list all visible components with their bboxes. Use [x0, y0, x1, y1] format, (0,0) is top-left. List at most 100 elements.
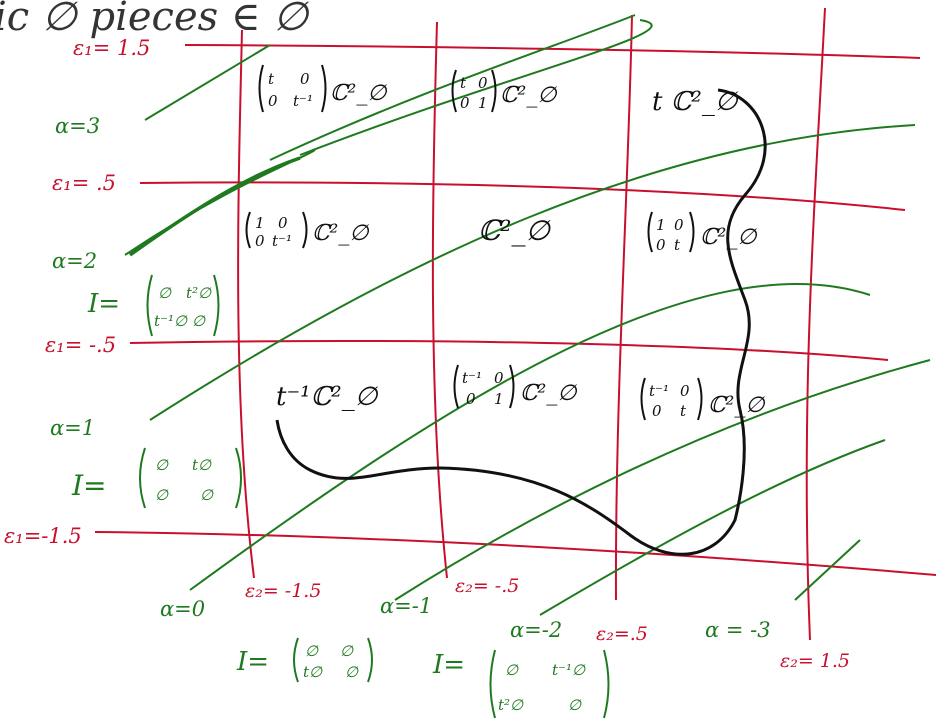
alpha-wall-neg2 — [539, 439, 886, 616]
form0-prefix: I= — [87, 289, 120, 319]
intersection-form-2: I= ∅ ∅ t∅ ∅ — [236, 637, 373, 683]
alpha-label-neg2: α=-2 — [510, 618, 562, 642]
cell-r2c2: t⁻¹ 0 0 t ℂ²_∅ — [640, 377, 765, 421]
form0-m12: t²∅ — [186, 284, 212, 302]
alpha-label-3: α=3 — [55, 114, 100, 138]
form1-m22: ∅ — [200, 486, 214, 504]
r2c1-m11: t⁻¹ — [462, 369, 482, 387]
form2-m12: ∅ — [340, 642, 354, 660]
r2c2-m22: t — [680, 402, 687, 420]
epsilon2-label-neg0.5: ε₂= -.5 — [455, 575, 519, 597]
r2c1-tail: ℂ²_∅ — [520, 381, 577, 406]
alpha-label-0: α=0 — [160, 597, 205, 621]
cell-r1c2: 1 0 0 t ℂ²_∅ — [647, 211, 757, 254]
form3-m11: ∅ — [505, 661, 519, 679]
epsilon1-label-neg1.5: ε₁=-1.5 — [4, 524, 82, 548]
epsilon1-wall-neg0.5 — [129, 340, 889, 361]
header-fragment: ic ∅ pieces ∈ ∅ — [0, 0, 310, 40]
form3-prefix: I= — [432, 650, 465, 680]
r0c1-m11: t — [460, 74, 467, 92]
cell-r0c1: t 0 0 1 ℂ²_∅ — [451, 69, 557, 113]
cell-r1c0: 1 0 0 t⁻¹ ℂ²_∅ — [245, 211, 369, 250]
epsilon2-wall-neg0.5 — [431, 21, 448, 579]
form2-m22: ∅ — [345, 663, 359, 681]
cell-r1c1: ℂ²_∅ — [478, 214, 552, 247]
r2c1-m12: 0 — [494, 369, 504, 387]
cell-r2c1: t⁻¹ 0 0 1 ℂ²_∅ — [453, 364, 577, 409]
form3-m22: ∅ — [568, 696, 582, 714]
r0c1-tail: ℂ²_∅ — [500, 83, 557, 108]
epsilon2-labels: ε₂= -1.5 ε₂= -.5 ε₂=.5 ε₂= 1.5 — [245, 575, 850, 672]
alpha-label-2: α=2 — [52, 249, 97, 273]
r1c2-m12: 0 — [674, 216, 684, 234]
epsilon1-wall-neg1.5 — [94, 531, 936, 576]
form3-m21: t²∅ — [498, 696, 524, 714]
epsilon1-wall-0.5 — [139, 181, 906, 211]
black-path — [275, 88, 767, 556]
r2c1-m22: 1 — [494, 390, 504, 408]
form2-prefix: I= — [236, 647, 269, 677]
form1-m21: ∅ — [155, 486, 169, 504]
r0c0-m11: t — [268, 70, 275, 88]
r2c2-tail: ℂ²_∅ — [708, 393, 765, 418]
alpha-wall-2-upper — [299, 19, 653, 156]
r1c2-tail: ℂ²_∅ — [700, 225, 757, 250]
alpha-labels: α=3 α=2 α=1 α=0 α=-1 α=-2 α = -3 — [50, 114, 771, 642]
alpha-label-neg3: α = -3 — [705, 618, 771, 642]
intersection-form-1: I= ∅ t∅ ∅ ∅ — [71, 447, 242, 509]
r2c2-m11: t⁻¹ — [649, 382, 669, 400]
cell-r0c2: t ℂ²_∅ — [652, 87, 739, 117]
r2c2-m12: 0 — [680, 382, 690, 400]
r1c2-m21: 0 — [656, 236, 666, 254]
r2c1-m21: 0 — [466, 390, 476, 408]
r0c0-tail: ℂ²_∅ — [330, 81, 387, 106]
alpha-wall-3 — [144, 44, 271, 121]
r1c0-m12: 0 — [278, 214, 288, 232]
r1c2-m22: t — [674, 236, 681, 254]
r1c0-m11: 1 — [255, 214, 265, 232]
epsilon2-wall-neg1.5 — [237, 29, 255, 579]
cell-r2c0: t⁻¹ℂ²_∅ — [276, 382, 379, 412]
form1-m12: t∅ — [192, 456, 212, 474]
r0c0-m22: t⁻¹ — [293, 92, 313, 110]
epsilon1-walls — [94, 44, 936, 576]
epsilon2-label-neg1.5: ε₂= -1.5 — [245, 580, 321, 602]
r1c2-m11: 1 — [656, 216, 666, 234]
intersection-form-3: I= ∅ t⁻¹∅ t²∅ ∅ — [432, 649, 610, 719]
r2c2-m21: 0 — [652, 402, 662, 420]
alpha-wall-2-bold — [128, 156, 301, 257]
r1c0-tail: ℂ²_∅ — [312, 221, 369, 246]
alpha-wall-neg1 — [394, 359, 931, 601]
alpha-label-neg1: α=-1 — [380, 594, 432, 618]
epsilon2-label-0.5: ε₂=.5 — [596, 623, 648, 645]
form2-m21: t∅ — [303, 663, 323, 681]
form3-m12: t⁻¹∅ — [552, 661, 586, 679]
alpha-wall-3-upper — [269, 14, 636, 161]
epsilon2-wall-1.5 — [805, 7, 826, 641]
alpha-wall-0 — [189, 283, 871, 591]
alpha-wall-1 — [149, 124, 916, 421]
r0c0-m21: 0 — [268, 92, 278, 110]
epsilon2-wall-0.5 — [614, 14, 633, 601]
r0c1-m21: 0 — [460, 94, 470, 112]
epsilon1-label-1.5: ε₁= 1.5 — [73, 36, 150, 60]
epsilon1-wall-1.5 — [184, 44, 921, 59]
form0-m11: ∅ — [158, 284, 172, 302]
cell-r0c0: t 0 0 t⁻¹ ℂ²_∅ — [258, 64, 387, 113]
r1c0-m22: t⁻¹ — [272, 232, 292, 250]
form2-m11: ∅ — [305, 642, 319, 660]
alpha-label-1: α=1 — [50, 416, 95, 440]
intersection-form-0: I= ∅ t²∅ t⁻¹∅ ∅ — [87, 274, 220, 337]
epsilon2-walls — [237, 7, 826, 641]
alpha-wall-neg3 — [794, 539, 861, 601]
r0c1-m12: 0 — [478, 74, 488, 92]
form1-m11: ∅ — [155, 456, 169, 474]
epsilon1-label-neg0.5: ε₁= -.5 — [45, 333, 116, 357]
r0c0-m12: 0 — [300, 70, 310, 88]
form0-m22: ∅ — [192, 312, 206, 330]
r1c0-m21: 0 — [255, 232, 265, 250]
form1-prefix: I= — [71, 469, 107, 502]
epsilon1-label-0.5: ε₁= .5 — [52, 171, 116, 195]
epsilon2-label-1.5: ε₂= 1.5 — [780, 650, 850, 672]
